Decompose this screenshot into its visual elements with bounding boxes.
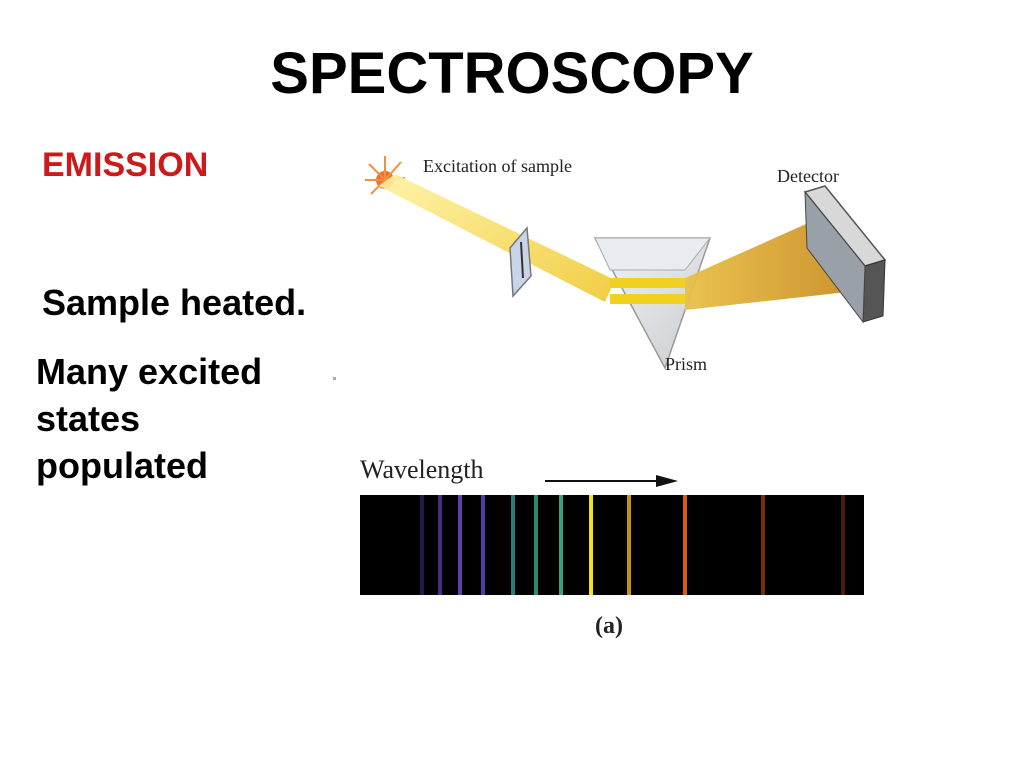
figure-caption: (a) — [595, 613, 623, 639]
excitation-label: Excitation of sample — [423, 156, 572, 176]
bullet-line-1: Many excited — [36, 351, 263, 392]
bullet-sample-heated: Sample heated. — [42, 282, 307, 323]
spectral-line — [559, 495, 563, 595]
spectral-line — [627, 495, 631, 595]
spectral-line — [589, 495, 593, 595]
bullet-line-2: states — [36, 398, 141, 439]
emission-spectrum: Wavelength (a) — [360, 455, 865, 645]
spectral-line — [481, 495, 485, 595]
spectral-line — [458, 495, 462, 595]
slide-title: SPECTROSCOPY — [270, 41, 754, 106]
incoming-beam — [379, 174, 615, 302]
spectral-line — [511, 495, 515, 595]
spectroscope-illustration — [365, 156, 887, 370]
wavelength-label: Wavelength — [360, 455, 484, 484]
stray-dot — [333, 377, 336, 380]
wavelength-arrow-icon — [545, 475, 678, 487]
slide-subtitle: EMISSION — [42, 146, 209, 184]
bullet-excited-states: Many excited states populated — [36, 348, 262, 489]
spectral-line — [761, 495, 765, 595]
slit-icon — [509, 226, 532, 298]
prism-label: Prism — [665, 354, 708, 374]
spectroscope-diagram: Excitation of sample Detector Prism — [355, 150, 895, 390]
bullet-line-3: populated — [36, 445, 208, 486]
spectral-line — [683, 495, 687, 595]
spectral-line — [841, 495, 845, 595]
detector-icon — [803, 185, 887, 324]
spectrum-bar — [360, 495, 864, 595]
spectral-line — [438, 495, 442, 595]
detector-label: Detector — [777, 166, 839, 186]
spectral-line — [534, 495, 538, 595]
spectral-line — [420, 495, 424, 595]
light-source-icon — [365, 156, 406, 195]
